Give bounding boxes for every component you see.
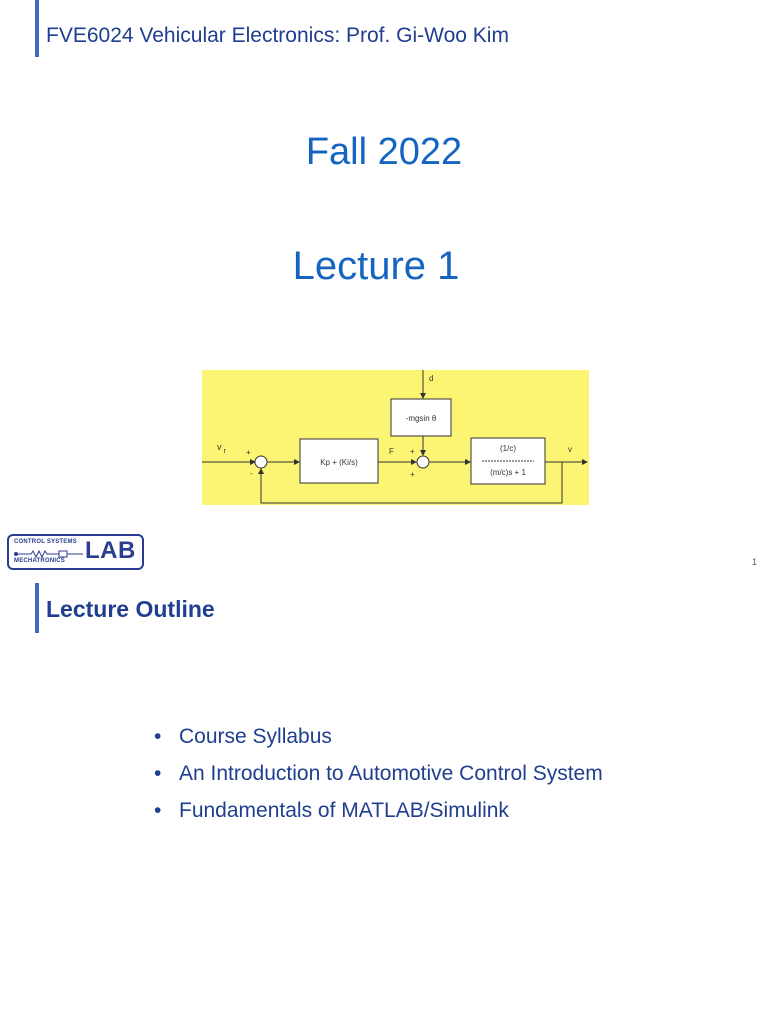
lecture-title: Lecture 1 bbox=[292, 244, 460, 288]
gravity-block-label: -mgsin θ bbox=[406, 414, 437, 423]
outline-heading: Lecture Outline bbox=[46, 596, 215, 622]
list-item: •An Introduction to Automotive Control S… bbox=[154, 759, 603, 796]
accent-bar-outline bbox=[35, 583, 39, 633]
logo-lab-text: LAB bbox=[85, 537, 136, 564]
list-item: •Fundamentals of MATLAB/Simulink bbox=[154, 796, 603, 833]
course-title: FVE6024 Vehicular Electronics: Prof. Gi-… bbox=[46, 24, 509, 47]
control-systems-lab-logo: CONTROL SYSTEMS MECHATRONICS LAB bbox=[7, 534, 144, 570]
gravity-block bbox=[390, 398, 452, 437]
summing-junction-1 bbox=[254, 455, 268, 469]
force-label: F bbox=[389, 447, 394, 456]
disturbance-label: d bbox=[429, 374, 433, 383]
semester-title: Fall 2022 bbox=[305, 131, 463, 173]
bullet-icon: • bbox=[154, 799, 162, 822]
bullet-icon: • bbox=[154, 762, 162, 785]
summing-junction-2 bbox=[416, 455, 430, 469]
plant-numerator: (1/c) bbox=[500, 444, 516, 453]
outline-list: •Course Syllabus •An Introduction to Aut… bbox=[154, 722, 603, 833]
page-number: 1 bbox=[752, 557, 758, 567]
sum1-plus: + bbox=[246, 448, 251, 457]
output-label: v bbox=[568, 445, 572, 454]
sum1-minus: - bbox=[250, 469, 253, 478]
circuit-line-icon bbox=[14, 550, 83, 558]
sum2-plus-top: + bbox=[410, 447, 415, 456]
controller-block bbox=[299, 438, 379, 484]
controller-block-label: Kp + (Ki/s) bbox=[320, 458, 358, 467]
plant-denominator: (m/c)s + 1 bbox=[490, 468, 526, 477]
sum2-plus-bottom: + bbox=[410, 470, 415, 479]
logo-top-text: CONTROL SYSTEMS bbox=[14, 539, 77, 545]
bullet-icon: • bbox=[154, 725, 162, 748]
list-item: •Course Syllabus bbox=[154, 722, 603, 759]
accent-bar-top bbox=[35, 0, 39, 57]
logo-bottom-text: MECHATRONICS bbox=[14, 558, 65, 564]
